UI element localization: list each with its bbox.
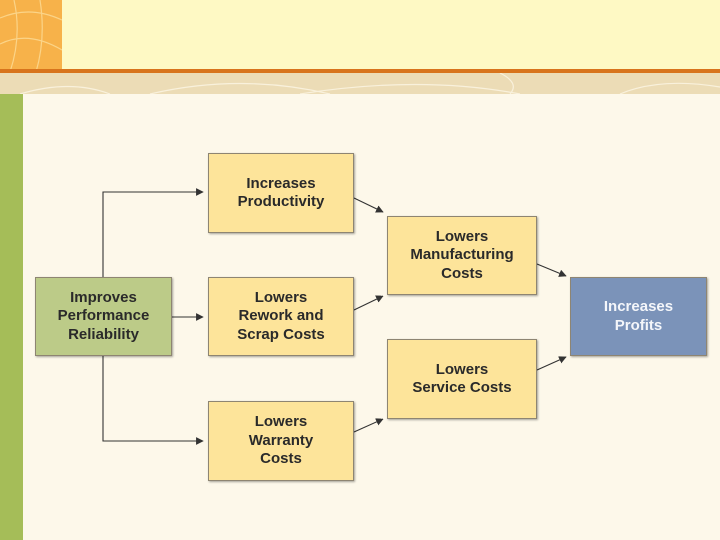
node-increases-productivity: Increases Productivity [208,153,354,233]
node-lowers-warranty-costs: Lowers Warranty Costs [208,401,354,481]
header-rule [0,69,720,73]
node-improves-performance-reliability: Improves Performance Reliability [35,277,172,356]
slide-header [0,0,720,72]
node-increases-profits: Increases Profits [570,277,707,356]
corner-motif [0,0,62,72]
header-band-lines [19,73,720,94]
node-lowers-rework-scrap-costs: Lowers Rework and Scrap Costs [208,277,354,356]
corner-motif-lines [0,0,62,72]
header-band [0,73,720,94]
node-lowers-service-costs: Lowers Service Costs [387,339,537,419]
node-lowers-manufacturing-costs: Lowers Manufacturing Costs [387,216,537,295]
side-bar [0,94,23,540]
